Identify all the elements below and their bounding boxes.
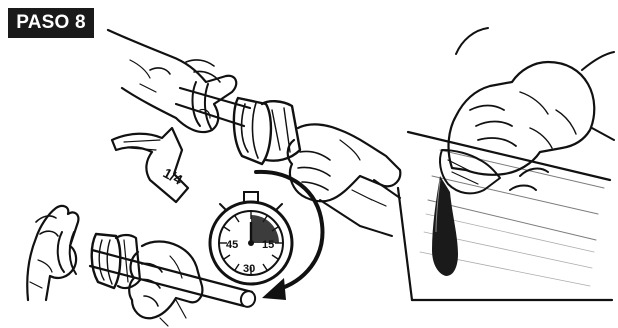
sealant-application-illustration	[398, 28, 614, 300]
quarter-turn-label: 1/4	[161, 165, 186, 188]
stopwatch-mark-15: 15	[262, 239, 274, 251]
stopwatch-mark-45: 45	[226, 239, 238, 251]
stopwatch-icon: 15 30 45	[210, 192, 292, 284]
quarter-turn-marker: 1/4	[112, 128, 188, 202]
stopwatch-mark-30: 30	[243, 263, 255, 275]
